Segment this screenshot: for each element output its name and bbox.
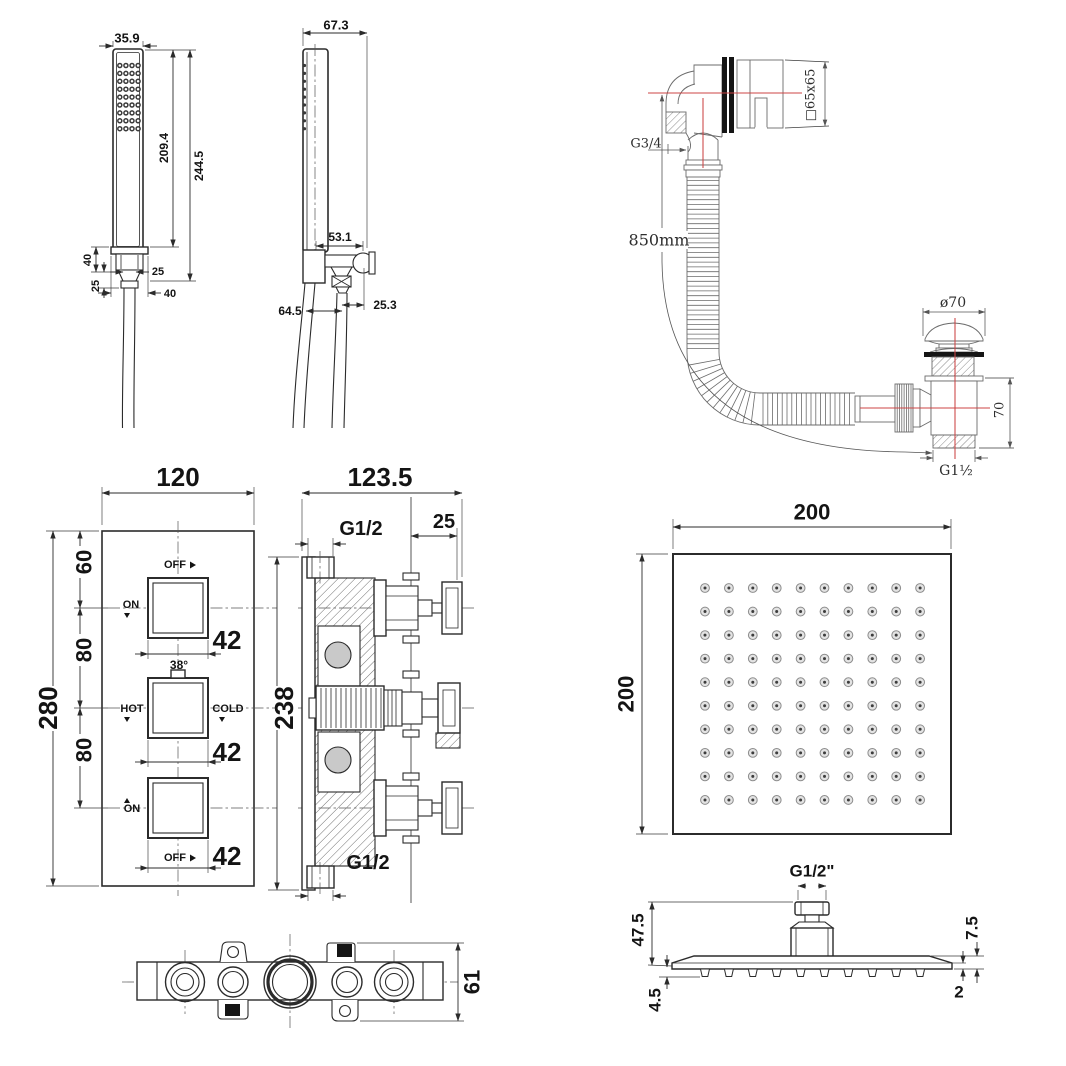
dim-overflow-face: □65x65 <box>804 69 819 122</box>
dim-edge-height: 7.5 <box>963 916 982 940</box>
dim-valve-side-height: 238 <box>269 686 299 729</box>
dim-knob2-size: 42 <box>213 737 242 767</box>
dim-spacing-mid: 80 <box>72 638 97 662</box>
label-hot: HOT <box>120 703 144 715</box>
dim-face-length: 209.4 <box>157 133 171 163</box>
dim-hose-offset: 25.3 <box>373 298 397 312</box>
dim-head-face-height: 200 <box>614 676 639 713</box>
dim-offset-top: 60 <box>72 550 97 574</box>
cartridge-grooves <box>320 688 382 728</box>
label-knob3-on: ON <box>124 803 141 815</box>
dim-nozzle-depth: 4.5 <box>646 988 665 1012</box>
dim-inlet-thread: G3/4 <box>630 137 661 152</box>
label-knob1-on: ON <box>123 599 140 611</box>
nozzle-bumps <box>699 968 926 977</box>
valve-bottom-view: 61 <box>122 934 485 1030</box>
dim-wall-offset: 25 <box>433 511 455 533</box>
spray-nozzle-dots <box>117 62 141 132</box>
dim-hose-spread: 64.5 <box>278 304 302 318</box>
label-knob1-off: OFF <box>164 559 186 571</box>
shower-head-face-view: 200 200 <box>614 500 952 835</box>
dim-cone-width: 25 <box>152 266 164 278</box>
dim-spacing-bottom: 80 <box>72 738 97 762</box>
valve-cartridge-top <box>373 572 463 644</box>
dim-head-thread: G1/2" <box>790 862 835 881</box>
spray-nozzle-dots-side <box>302 63 307 131</box>
dim-head-total-height: 47.5 <box>629 913 648 946</box>
dim-valve-height: 280 <box>33 686 63 729</box>
label-knob3-off: OFF <box>164 852 186 864</box>
valve-cartridge-bottom <box>373 772 463 844</box>
dim-plate-thickness: 2 <box>954 983 963 1002</box>
dim-bracket-length: 53.1 <box>328 230 352 244</box>
dim-waste-height: 70 <box>993 402 1008 419</box>
label-temp: 38° <box>170 658 188 672</box>
dim-valve-bottom-depth: 61 <box>460 970 485 994</box>
dim-waste-thread: G1½ <box>939 463 973 479</box>
hose-corrugation <box>687 180 850 425</box>
shower-head-side-view: G1/2" 47.5 4.5 7.5 2 <box>629 862 984 1012</box>
dim-bracket-height: 40 <box>82 254 94 266</box>
dim-bottom-thread: G1/2 <box>346 852 389 874</box>
hand-shower-side-view: 67.3 53.1 64.5 25.3 <box>278 18 397 429</box>
dim-total-length: 244.5 <box>192 151 206 181</box>
dim-head-face-width: 200 <box>794 500 831 525</box>
label-cold: COLD <box>212 703 243 715</box>
dim-waste-cap: ø70 <box>940 295 966 311</box>
hand-shower-front-view: 35.9 209.4 244.5 40 25 25 40 <box>82 31 206 429</box>
dim-head-width: 35.9 <box>114 31 139 46</box>
dim-top-thread: G1/2 <box>339 518 382 540</box>
dim-knob1-size: 42 <box>213 625 242 655</box>
nozzle-grid <box>700 583 925 805</box>
dim-bracket-lower: 25 <box>90 280 102 292</box>
thermostatic-valve-front-view: 120 280 60 80 80 42 42 42 OFF ON 38° HOT… <box>33 462 277 896</box>
dim-knob3-size: 42 <box>213 841 242 871</box>
thermostatic-valve-side-section: 123.5 G1/2 25 238 G1/2 <box>268 462 474 903</box>
dim-hose-length: 850mm <box>629 231 690 250</box>
dim-valve-depth: 123.5 <box>347 462 412 492</box>
dim-depth: 67.3 <box>323 18 348 33</box>
bath-filler-overflow-view: □65x65 G3/4 850mm ø70 70 G1½ <box>629 57 1014 479</box>
dim-valve-width: 120 <box>156 462 199 492</box>
dim-bracket-width: 40 <box>164 288 176 300</box>
